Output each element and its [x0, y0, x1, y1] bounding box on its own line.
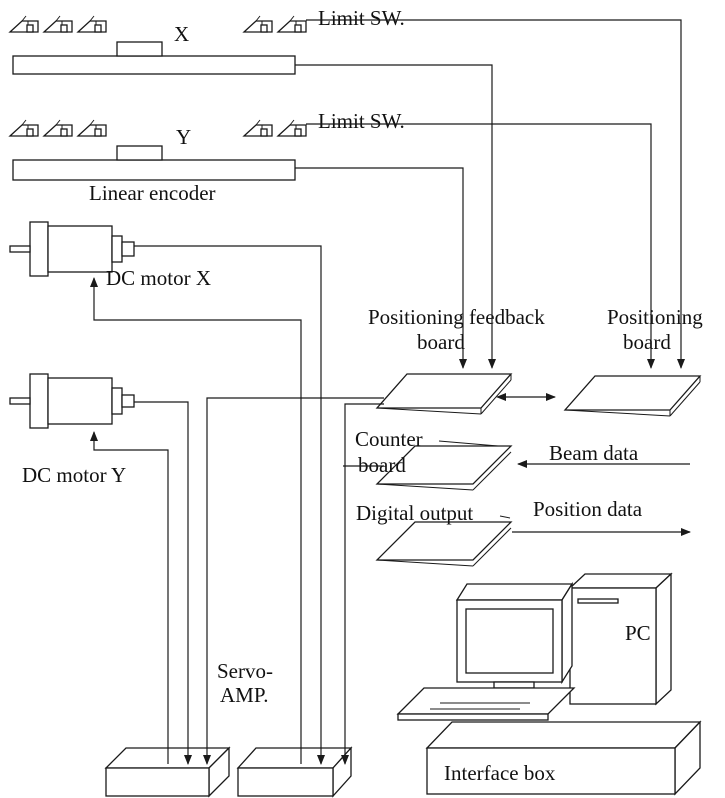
- x-limit-switch-label: Limit SW.: [318, 6, 405, 30]
- limit-switch-icon: [277, 15, 307, 33]
- positioning-board-label-2: board: [623, 330, 671, 354]
- dc-motor-y: DC motor Y: [9, 373, 135, 487]
- limit-switch-icon: [43, 15, 73, 33]
- counter-board-label-2: board: [358, 453, 406, 477]
- positioning-feedback-board-label: Positioning feedback: [368, 305, 545, 329]
- pc-computer: PC: [396, 572, 673, 721]
- limit-switch-icon: [9, 119, 39, 137]
- pc-label: PC: [625, 621, 651, 645]
- limit-switch-icon: [77, 119, 107, 137]
- positioning-board-label: Positioning: [607, 305, 703, 329]
- y-carriage: [116, 145, 163, 161]
- counter-board-label: Counter: [355, 427, 423, 451]
- positioning-board: [563, 375, 702, 417]
- servo-amp-label: Servo-: [217, 659, 273, 683]
- x-stage: X Limit SW.: [9, 6, 405, 75]
- servo-amp-label-2: AMP.: [220, 683, 268, 707]
- x-linear-rail: [12, 55, 296, 75]
- wiring: [90, 19, 691, 765]
- positioning-feedback-board-label-2: board: [417, 330, 465, 354]
- counter-board: [375, 445, 513, 491]
- digital-output-label: Digital output: [356, 501, 473, 525]
- y-axis-label: Y: [176, 125, 191, 149]
- limit-switch-icon: [77, 15, 107, 33]
- dc-motor-x: DC motor X: [9, 221, 211, 290]
- limit-switch-icon: [243, 15, 273, 33]
- interface-box-label: Interface box: [444, 761, 556, 785]
- digital-output-board: [375, 521, 513, 567]
- interface-box: Interface box: [425, 720, 702, 796]
- dc-motor-x-label: DC motor X: [106, 266, 211, 290]
- limit-switch-icon: [243, 119, 273, 137]
- positioning-feedback-board: [375, 373, 513, 415]
- position-data-label: Position data: [533, 497, 643, 521]
- x-axis-label: X: [174, 22, 189, 46]
- limit-switch-icon: [277, 119, 307, 137]
- x-carriage: [116, 41, 163, 57]
- y-linear-rail: [12, 159, 296, 181]
- y-limit-switch-label: Limit SW.: [318, 109, 405, 133]
- limit-switch-icon: [9, 15, 39, 33]
- dc-motor-y-label: DC motor Y: [22, 463, 126, 487]
- limit-switch-icon: [43, 119, 73, 137]
- beam-data-label: Beam data: [549, 441, 639, 465]
- y-stage: Y Limit SW. Linear encoder: [9, 109, 405, 205]
- linear-encoder-label: Linear encoder: [89, 181, 216, 205]
- servo-amp-right: [236, 746, 353, 798]
